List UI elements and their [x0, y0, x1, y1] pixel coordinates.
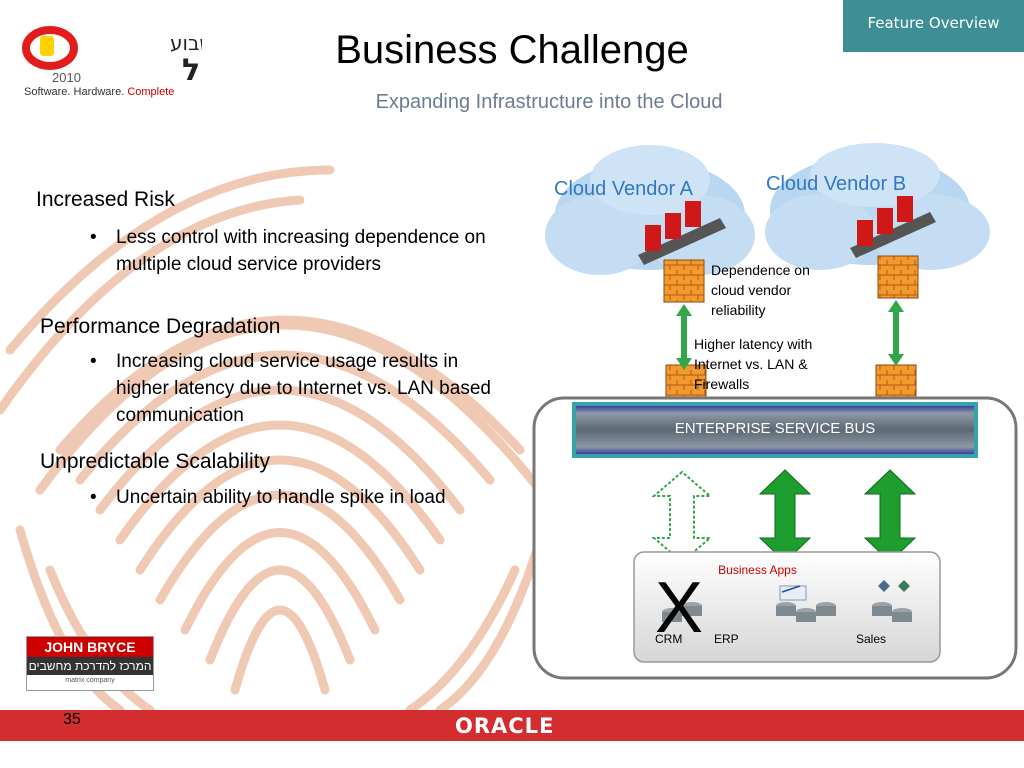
- bullet-unpredictable-scalability: Uncertain ability to handle spike in loa…: [90, 484, 516, 511]
- feature-overview-badge: Feature Overview: [843, 0, 1024, 52]
- firewall-cloud-a: [663, 259, 705, 303]
- app-label-sales: Sales: [856, 632, 887, 646]
- john-bryce-matrix: matrix company: [65, 677, 115, 684]
- firewall-cloud-b: [877, 255, 919, 299]
- erp-database-icon: [776, 585, 836, 622]
- heading-performance-degradation: Performance Degradation: [40, 315, 281, 338]
- connector-cloud-b: [888, 300, 904, 366]
- cloud-b-servers: [850, 196, 936, 258]
- page-title: Business Challenge: [335, 28, 689, 72]
- page-subtitle: Expanding Infrastructure into the Cloud: [375, 91, 723, 113]
- cloud-a-servers: [638, 201, 726, 265]
- svg-text:אורקל: אורקל: [182, 53, 202, 88]
- logo-tagline: Software. Hardware. Complete: [24, 86, 175, 98]
- svg-text:שבוע: שבוע: [170, 31, 202, 55]
- cloud-vendor-a-label: Cloud Vendor A: [554, 178, 693, 200]
- esb-label: ENTERPRISE SERVICE BUS: [674, 420, 876, 437]
- crm-database-icon: [662, 602, 702, 622]
- latency-note: Higher latency with Internet vs. LAN & F…: [694, 336, 813, 392]
- business-apps-title: Business Apps: [718, 563, 797, 577]
- connector-cloud-a: [676, 304, 692, 370]
- bullet-increased-risk: Less control with increasing dependence …: [90, 224, 506, 278]
- john-bryce-name: JOHN BRYCE: [27, 637, 153, 657]
- bullet-performance-degradation: Increasing cloud service usage results i…: [90, 348, 508, 429]
- dependence-note: Dependence on cloud vendor reliability: [711, 262, 810, 318]
- heading-increased-risk: Increased Risk: [36, 188, 175, 211]
- heading-unpredictable-scalability: Unpredictable Scalability: [40, 450, 270, 473]
- cloud-vendor-a-cloud: [545, 145, 755, 275]
- footer-bar: [0, 710, 1024, 741]
- esb-bar: [576, 406, 974, 454]
- firewall-enterprise-left: [665, 364, 707, 402]
- app-label-crm: CRM: [655, 632, 683, 646]
- oracle-logo: ORACLE: [455, 714, 555, 738]
- crm-failure-x-mark: X: [655, 568, 704, 648]
- svg-text:2010: 2010: [52, 70, 81, 85]
- firewall-enterprise-right: [875, 364, 917, 402]
- sales-database-icon: [872, 580, 912, 622]
- cloud-architecture-diagram: [532, 143, 1018, 680]
- cloud-vendor-b-cloud: [765, 143, 990, 270]
- john-bryce-hebrew: המרכז להדרכת מחשבים: [27, 657, 153, 675]
- oracle-week-logo: 2010 שבוע אורקל: [22, 26, 202, 88]
- app-label-erp: ERP: [714, 632, 739, 646]
- john-bryce-logo: JOHN BRYCE המרכז להדרכת מחשבים matrix co…: [26, 636, 154, 691]
- cloud-vendor-b-label: Cloud Vendor B: [766, 173, 907, 195]
- page-number: 35: [63, 711, 81, 728]
